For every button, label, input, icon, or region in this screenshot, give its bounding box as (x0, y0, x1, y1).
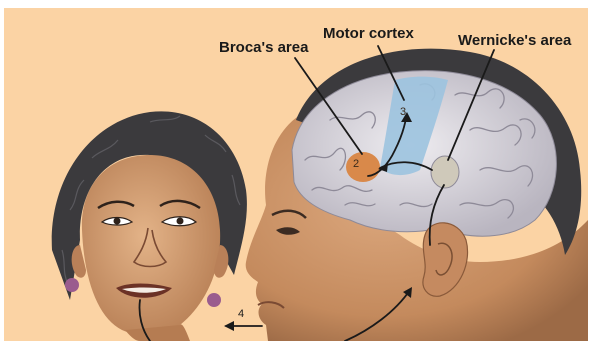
right-earring (207, 293, 221, 307)
left-earring (65, 278, 79, 292)
label-wernickes-area: Wernicke's area (458, 33, 571, 48)
step-number-broca: 2 (353, 158, 359, 170)
step-number-motor: 3 (400, 106, 406, 118)
wernickes-area-region (431, 156, 459, 188)
brocas-area-region (346, 152, 380, 182)
step-number-mouth: 4 (238, 308, 244, 320)
label-motor-cortex: Motor cortex (323, 26, 414, 41)
label-brocas-area: Broca's area (219, 40, 308, 55)
